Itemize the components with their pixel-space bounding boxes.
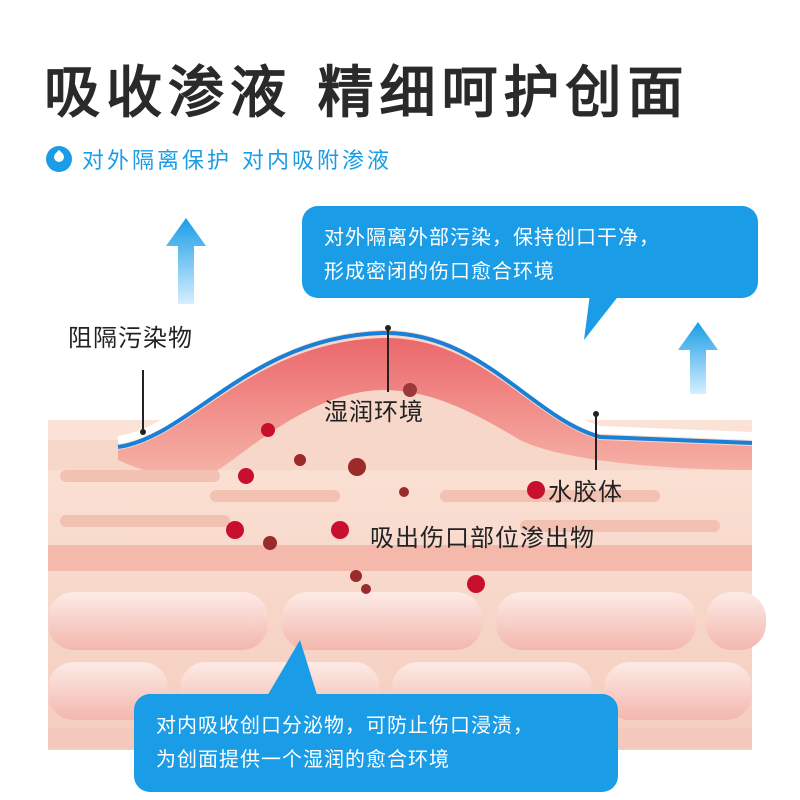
cell xyxy=(496,592,696,650)
tissue-band xyxy=(440,490,660,502)
label-block-pollutants: 阻隔污染物 xyxy=(68,324,193,352)
exudate-dot xyxy=(348,458,366,476)
exudate-dots xyxy=(226,383,545,594)
exudate-dot xyxy=(399,487,409,497)
cell xyxy=(604,662,752,720)
exudate-dot xyxy=(467,575,485,593)
exudate-dot xyxy=(294,454,306,466)
exudate-dot xyxy=(263,536,277,550)
tissue-band xyxy=(60,515,230,527)
tissue-band xyxy=(210,490,340,502)
cell-row-1 xyxy=(48,592,766,650)
label-moist-environment: 湿润环境 xyxy=(324,398,424,426)
hydrocolloid-blue-line xyxy=(117,330,753,449)
tissue-band xyxy=(520,520,720,532)
bubble-bottom: 对内吸收创口分泌物，可防止伤口浸渍， 为创面提供一个湿润的愈合环境 xyxy=(134,694,618,792)
exudate-dot xyxy=(226,521,244,539)
bubble-bottom-tail xyxy=(266,640,318,698)
bubble-top-line2: 形成密闭的伤口愈合环境 xyxy=(324,259,555,283)
tissue-band xyxy=(60,470,220,482)
exudate-dot xyxy=(261,423,275,437)
exudate-dot xyxy=(361,584,371,594)
subtitle-row: 对外隔离保护 对内吸附渗液 xyxy=(46,143,392,175)
label-hydrocolloid: 水胶体 xyxy=(548,478,623,506)
page-title: 吸收渗液 精细呵护创面 xyxy=(44,61,690,126)
bubble-bottom-line2: 为创面提供一个湿润的愈合环境 xyxy=(156,747,450,771)
exudate-dot xyxy=(403,383,417,397)
bubble-top-tail xyxy=(584,294,620,340)
exudate-dot xyxy=(331,521,349,539)
arrow-up-icon-left xyxy=(166,218,206,304)
cell xyxy=(706,592,766,650)
pointer-dot-gel xyxy=(593,411,599,417)
exudate-dot xyxy=(527,481,545,499)
exudate-dot xyxy=(238,468,254,484)
pointer-dot-block xyxy=(140,429,146,435)
bubble-top-line1: 对外隔离外部污染，保持创口干净， xyxy=(324,225,660,249)
tissue-stripe xyxy=(48,545,752,571)
label-absorb-exudate: 吸出伤口部位渗出物 xyxy=(370,524,595,552)
hydrocolloid-white-line xyxy=(117,321,753,444)
cell xyxy=(282,592,482,650)
subtitle-text: 对外隔离保护 对内吸附渗液 xyxy=(82,149,392,174)
wound-layer xyxy=(118,337,752,480)
exudate-dot xyxy=(350,570,362,582)
bubble-top: 对外隔离外部污染，保持创口干净， 形成密闭的伤口愈合环境 xyxy=(302,206,758,298)
water-drop-icon xyxy=(46,146,72,172)
cell xyxy=(48,592,268,650)
bubble-bottom-line1: 对内吸收创口分泌物，可防止伤口浸渍， xyxy=(156,713,534,737)
arrow-up-icon-right xyxy=(678,322,718,394)
pointer-dot-moist xyxy=(385,325,391,331)
